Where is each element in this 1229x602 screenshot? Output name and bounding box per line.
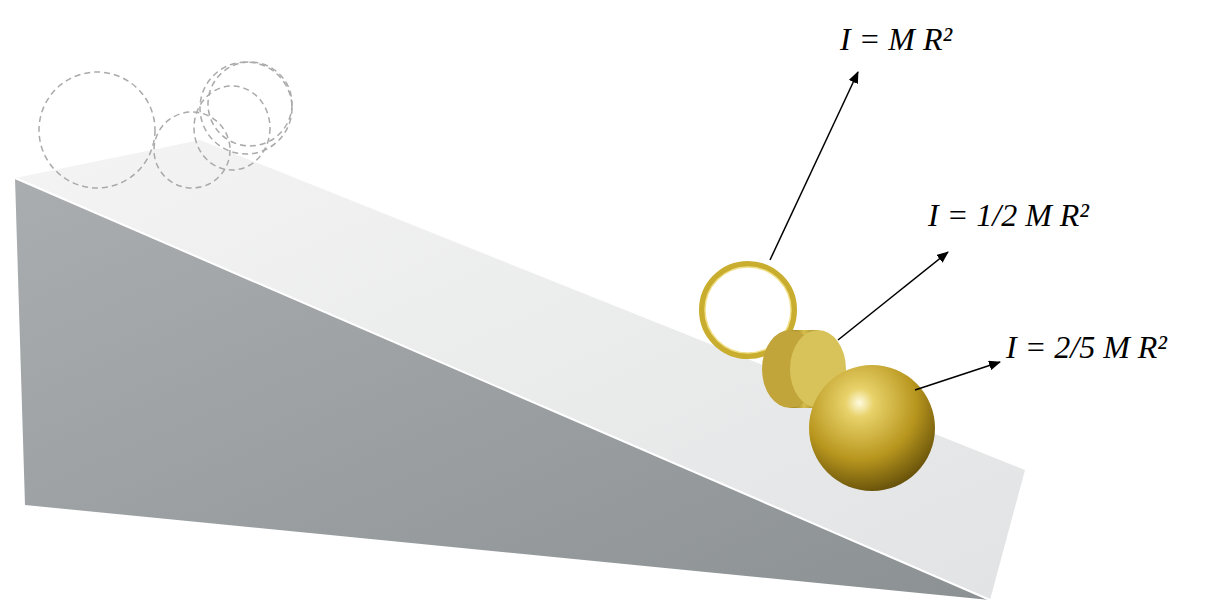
inertia-formula: I = M R² [840,22,952,57]
inertia-formula: I = 2/5 M R² [1006,330,1167,365]
wedge-front [15,178,990,600]
sphere [809,365,935,491]
wedge-top [15,140,1025,600]
inertia-formula: I = 1/2 M R² [928,198,1089,233]
start-outlines [39,62,292,188]
wedge-edge [15,178,990,600]
